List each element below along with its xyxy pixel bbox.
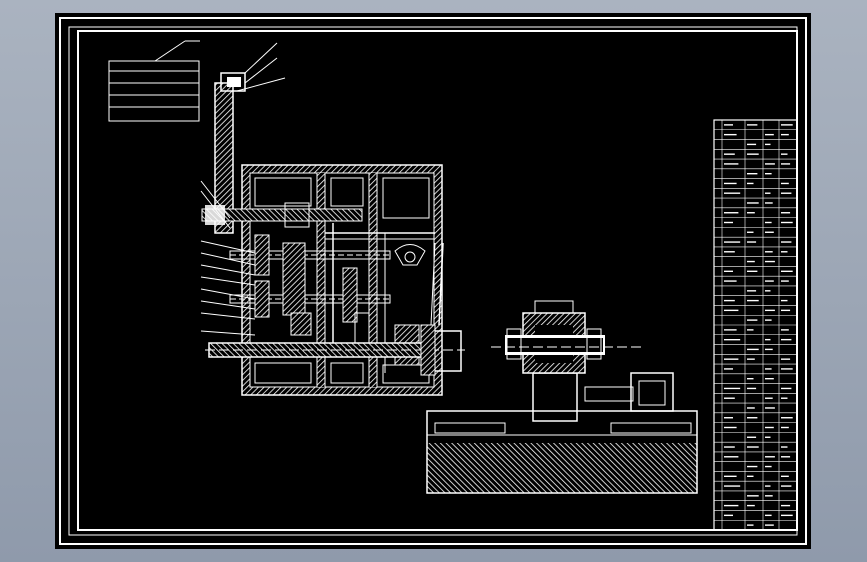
vertical-column	[214, 42, 286, 234]
note-box	[108, 40, 200, 122]
output-shaft	[205, 242, 465, 376]
leader-lines-left	[200, 180, 256, 336]
base-assembly	[426, 300, 698, 494]
gear-train	[201, 202, 435, 373]
parts-list-table	[713, 119, 798, 531]
sheet-outer-border	[59, 17, 807, 545]
cad-viewport[interactable]	[55, 13, 811, 549]
mechanical-assembly-drawing	[59, 17, 807, 545]
